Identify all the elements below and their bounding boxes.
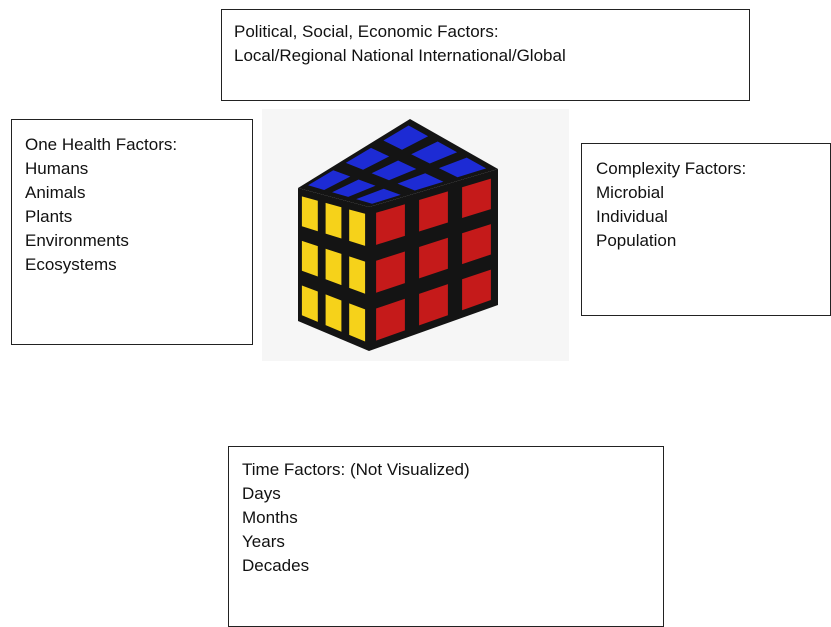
cube-right-face-sticker [419,191,448,232]
one-health-factors-box: One Health Factors: Humans Animals Plant… [11,119,253,345]
cube-top-face-sticker [371,160,417,181]
one-health-item: Humans [25,159,89,178]
cube-top-face-sticker [438,157,487,178]
cube-left-face-sticker [325,202,342,239]
political-factors-item: Local/Regional National International/Gl… [234,46,566,65]
cube-right-face-sticker [419,284,448,326]
time-item: Years [242,532,285,551]
cube-top-face-sticker [308,170,351,190]
cube-left-face-sticker [349,209,366,246]
cube-top-face-sticker [383,125,429,150]
cube-left-face-sticker [349,303,366,342]
rubiks-cube-image [262,109,569,361]
cube-top-face-sticker [411,141,458,164]
time-item: Months [242,508,298,527]
one-health-item: Environments [25,231,129,250]
cube-top-face-sticker [356,188,401,204]
one-health-factors-title: One Health Factors: [25,135,178,154]
one-health-item: Ecosystems [25,255,117,274]
time-item: Decades [242,556,310,575]
cube-left-face-sticker [325,294,342,332]
complexity-item: Individual [596,207,668,226]
cube-top-face-sticker [332,179,376,197]
cube-right-face-sticker [462,269,491,311]
time-factors-box: Time Factors: (Not Visualized) Days Mont… [228,446,664,627]
time-factors-title: Time Factors: (Not Visualized) [242,460,470,479]
cube-top-face-sticker [345,147,390,170]
political-factors-title: Political, Social, Economic Factors: [234,22,499,41]
one-health-item: Animals [25,183,86,202]
political-factors-box: Political, Social, Economic Factors: Loc… [221,9,750,101]
complexity-item: Microbial [596,183,665,202]
cube-top-face-sticker [397,173,444,191]
complexity-item: Population [596,231,677,250]
cube-right-face-sticker [462,224,491,265]
time-item: Days [242,484,281,503]
cube-right-face-sticker [419,237,448,279]
one-health-item: Plants [25,207,73,226]
cube-right-face-sticker [376,251,405,293]
cube-right-face-sticker [376,298,405,341]
complexity-factors-box: Complexity Factors: Microbial Individual… [581,143,831,316]
complexity-factors-title: Complexity Factors: [596,159,747,178]
cube-left-face-sticker [301,285,318,322]
cube-left-face-sticker [325,248,342,286]
cube-right-face-sticker [376,204,405,245]
cube-left-face-sticker [301,196,318,232]
cube-left-face-sticker [349,256,366,294]
rubiks-cube-icon [298,119,498,351]
cube-right-face-sticker [462,178,491,218]
cube-left-face-sticker [301,240,318,277]
